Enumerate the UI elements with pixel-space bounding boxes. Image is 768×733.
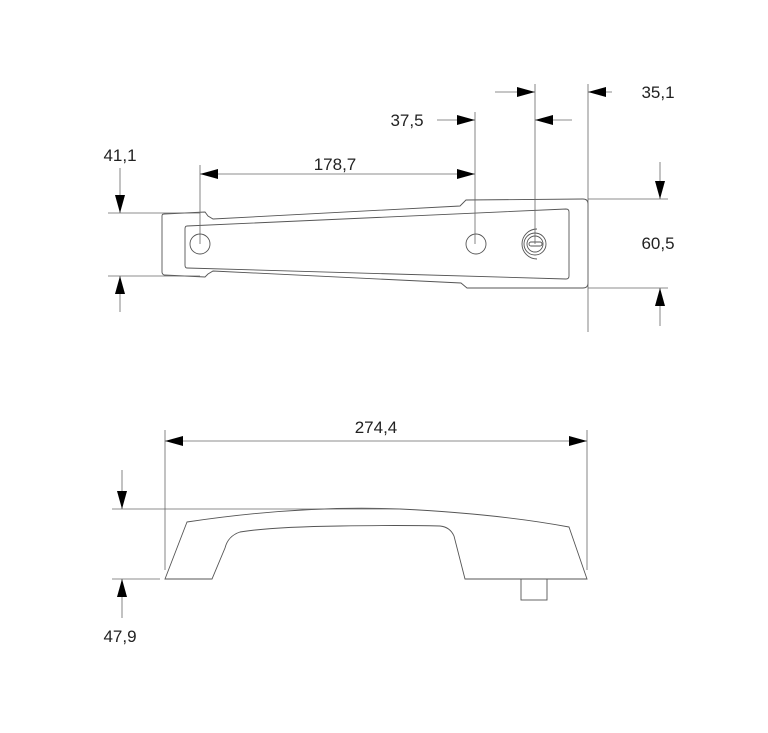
lock-cylinder-icon [521,228,547,260]
mounting-hole-right [465,233,487,255]
dim-body-height: 60,5 [641,234,674,253]
dim-overall-length: 274,4 [355,418,398,437]
side-view-handle-outline [164,507,588,580]
dim-overall-height: 47,9 [103,627,136,646]
top-view: 178,7 37,5 35,1 41,1 60,5 [103,83,675,332]
side-view: 274,4 47,9 [103,418,588,646]
dim-hole-spacing: 178,7 [314,155,357,174]
top-view-inner-outline [184,208,570,280]
dim-end-height: 41,1 [103,146,136,165]
dim-hole-to-lock: 37,5 [390,111,423,130]
top-view-outer-outline [161,198,589,289]
lock-cylinder-stub [520,578,548,601]
dim-lock-to-end: 35,1 [641,83,674,102]
